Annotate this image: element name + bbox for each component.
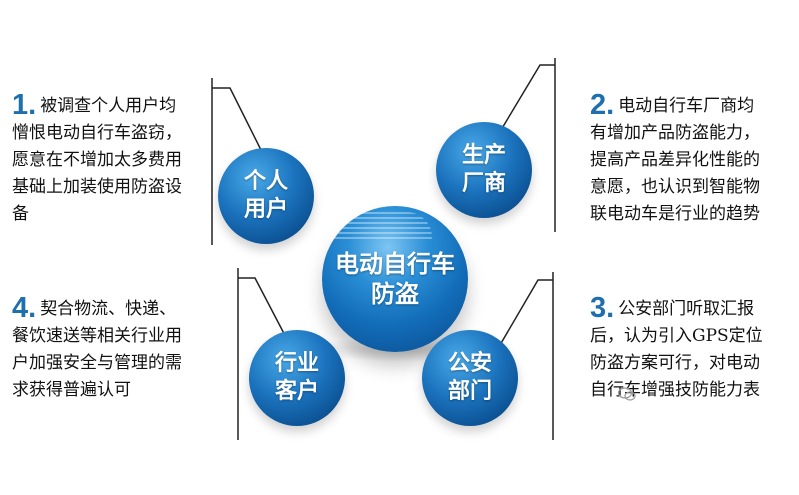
text-1: 被调查个人用户均 憎恨电动自行车盗窃， 愿意在不增加太多费用 基础上加装使用防盗… (12, 96, 182, 224)
circle-police-dept: 公安 部门 (422, 330, 518, 426)
connector-br-arm (499, 279, 553, 346)
text-2: 电动自行车厂商均 有增加产品防盗能力， 提高产品差异化性能的 意愿，也认识到智能… (590, 96, 760, 224)
center-circle: 电动自行车 防盗 (322, 206, 468, 352)
number-2: 2. (590, 89, 615, 121)
text-block-4: 4.契合物流、快递、 餐饮速送等相关行业用 户加强安全与管理的需 求获得普遍认可 (12, 292, 212, 404)
text-block-3: 3.公安部门听取汇报 后，认为引入GPS定位 防盗方案可行，对电动 自行车增强技… (590, 292, 795, 404)
text-3: 公安部门听取汇报 后，认为引入GPS定位 防盗方案可行，对电动 自行车增强技防能… (590, 299, 763, 400)
wechat-watermark-icon (617, 386, 637, 402)
text-4: 契合物流、快递、 餐饮速送等相关行业用 户加强安全与管理的需 求获得普遍认可 (12, 299, 182, 400)
center-highlight-stripes (322, 212, 432, 242)
circle-manufacturers: 生产 厂商 (436, 122, 532, 218)
connector-tr-arm (494, 64, 555, 141)
number-4: 4. (12, 292, 37, 324)
text-block-1: 1.被调查个人用户均 憎恨电动自行车盗窃， 愿意在不增加太多费用 基础上加装使用… (12, 89, 208, 228)
text-block-2: 2.电动自行车厂商均 有增加产品防盗能力， 提高产品差异化性能的 意愿，也认识到… (590, 89, 795, 228)
number-1: 1. (12, 89, 37, 121)
circle-personal-users: 个人 用户 (218, 148, 314, 244)
connector-bl-arm (238, 277, 291, 346)
circle-industry-clients: 行业 客户 (249, 330, 345, 426)
connector-tl-arm (212, 87, 266, 159)
number-3: 3. (590, 292, 615, 324)
